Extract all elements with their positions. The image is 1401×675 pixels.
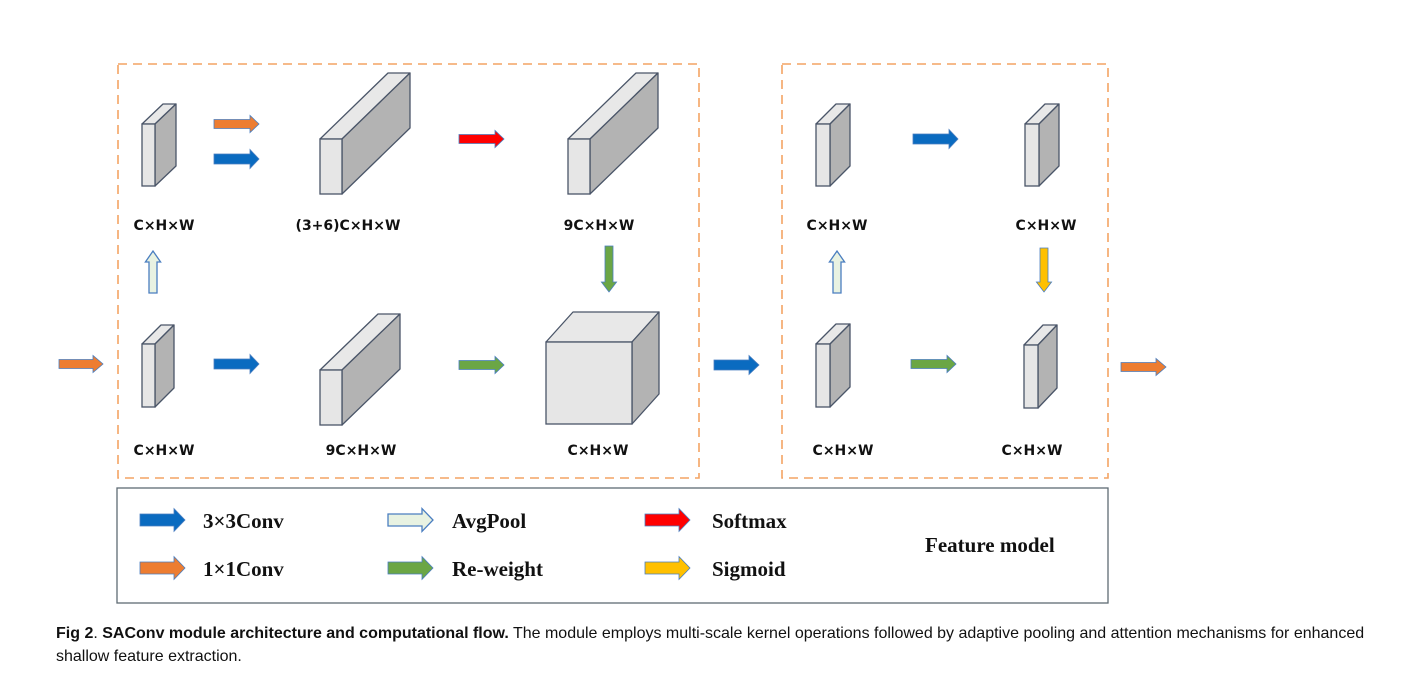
caption-fig-label: Fig 2 (56, 625, 94, 642)
m2-bottom-left-block-front (815, 343, 831, 408)
figure-caption: Fig 2. SAConv module architecture and co… (56, 622, 1376, 668)
m1-conv3x3-top-arrow-icon (213, 148, 260, 170)
m1-top-input-block-front (141, 123, 156, 187)
m2-bottom-left-label: C×H×W (813, 443, 874, 459)
caption-separator: . (93, 625, 103, 642)
m2-top-left-label: C×H×W (807, 218, 868, 234)
legend-box (116, 487, 1109, 604)
m2-top-right-label: C×H×W (1016, 218, 1077, 234)
between-modules-arrow-icon (713, 354, 760, 376)
legend-label-sigmoid: Sigmoid (712, 557, 786, 581)
m1-softmax-out-label: 9C×H×W (564, 218, 635, 234)
m2-bottom-right-block-front (1023, 344, 1039, 409)
saconv-diagram: C×H×W (3+6)C×H×W 9C×H×W C×H×W 9C×H×W C×H… (58, 63, 1167, 604)
m1-conv3x3-bottom-arrow-icon (213, 353, 260, 375)
module2-frame (781, 63, 1109, 479)
m1-reweight-right-arrow-icon (458, 355, 505, 375)
m2-sigmoid-down-arrow-icon (1035, 247, 1053, 293)
input-arrow-icon (58, 354, 104, 374)
legend-arrow-conv3x3-icon (139, 507, 186, 533)
m2-top-left-block-front (815, 123, 831, 187)
m1-conv-out-block (319, 313, 401, 426)
legend-arrow-sigmoid-icon (644, 555, 691, 581)
m1-output-block (545, 311, 660, 425)
caption-title: SAConv module architecture and computati… (102, 625, 509, 642)
m2-bottom-right-block (1023, 324, 1058, 409)
legend-label-softmax: Softmax (712, 509, 787, 533)
m1-conv-out-block-front (319, 369, 343, 426)
m1-softmax-arrow-icon (458, 129, 505, 149)
m1-conv1x1-arrow-icon (213, 114, 260, 134)
m1-softmax-out-block-front (567, 138, 591, 195)
m2-top-right-block (1024, 103, 1060, 187)
m1-concat-label: (3+6)C×H×W (296, 218, 401, 234)
m2-top-right-block-front (1024, 123, 1040, 187)
m2-conv3x3-arrow-icon (912, 128, 959, 150)
m1-reweight-down-arrow-icon (600, 245, 618, 293)
m1-bottom-input-block-front (141, 343, 156, 408)
m1-top-input-label: C×H×W (134, 218, 195, 234)
m1-concat-block-front (319, 138, 343, 195)
legend-arrow-softmax-icon (644, 507, 691, 533)
m2-top-left-block (815, 103, 851, 187)
caption-body: The module employs multi-scale kernel op… (56, 625, 1365, 665)
output-arrow-icon (1120, 357, 1167, 377)
legend-label-avgpool: AvgPool (452, 509, 526, 533)
legend-arrow-avgpool-icon (387, 506, 434, 534)
m1-bottom-input-label: C×H×W (134, 443, 195, 459)
m2-reweight-right-arrow-icon (910, 354, 957, 374)
m1-output-block-front (545, 341, 633, 425)
legend-arrow-conv1x1-icon (139, 555, 186, 581)
m1-output-label: C×H×W (568, 443, 629, 459)
legend-label-feature-model: Feature model (925, 533, 1055, 557)
legend-arrow-reweight-icon (387, 555, 434, 581)
m1-bottom-input-block (141, 324, 175, 408)
m2-bottom-left-block (815, 323, 851, 408)
module1-frame (117, 63, 700, 479)
m1-avgpool-up-arrow-icon (144, 249, 162, 294)
legend-label-reweight: Re-weight (452, 557, 543, 581)
m2-bottom-right-label: C×H×W (1002, 443, 1063, 459)
m1-concat-block (319, 72, 411, 195)
m1-softmax-out-block (567, 72, 659, 195)
m1-conv-out-label: 9C×H×W (326, 443, 397, 459)
m2-avgpool-up-arrow-icon (828, 249, 846, 294)
legend-label-conv1x1: 1×1Conv (203, 557, 284, 581)
m1-top-input-block (141, 103, 177, 187)
legend-label-conv3x3: 3×3Conv (203, 509, 284, 533)
